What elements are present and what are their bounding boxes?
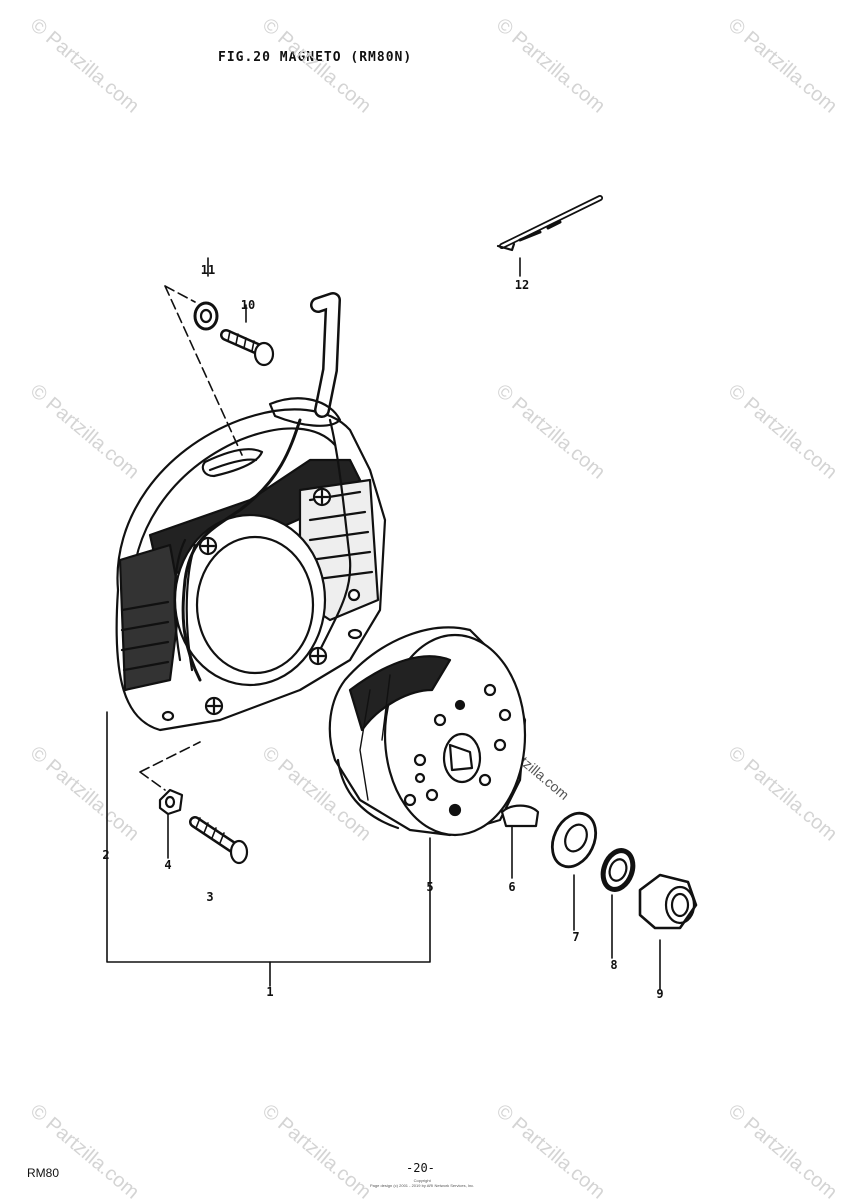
stator-screws <box>161 487 363 722</box>
wire-harness <box>173 292 352 682</box>
stator-coil <box>118 458 380 692</box>
part-11-washer <box>193 301 219 331</box>
copyright-text: Copyright Page design (c) 2001 - 2019 by… <box>370 1178 475 1188</box>
callout-8: 8 <box>610 958 618 972</box>
callout-2: 2 <box>102 848 110 862</box>
part-12-lead <box>496 195 603 252</box>
part-5-rotor <box>328 626 527 837</box>
page-number: -20- <box>406 1161 435 1175</box>
callout-9: 9 <box>656 987 664 1001</box>
callout-11: 11 <box>200 263 216 277</box>
callout-1: 1 <box>266 985 274 999</box>
part-8-lockwasher <box>600 848 636 892</box>
callout-5: 5 <box>426 880 434 894</box>
callout-4: 4 <box>164 858 172 872</box>
part-4-washer <box>158 788 184 816</box>
part-10-screw <box>220 329 275 367</box>
part-7-washer <box>550 811 598 869</box>
part-3-screw <box>189 816 249 865</box>
leader-lines <box>106 257 661 991</box>
part-6-key <box>500 804 540 828</box>
callout-3: 3 <box>206 890 214 904</box>
callout-10: 10 <box>240 298 256 312</box>
callout-6: 6 <box>508 880 516 894</box>
figure-title: FIG.20 MAGNETO (RM80N) <box>218 50 413 65</box>
callout-7: 7 <box>572 930 580 944</box>
part-9-nut <box>638 873 698 930</box>
model-label: RM80 <box>27 1166 60 1180</box>
callout-12: 12 <box>514 278 530 292</box>
